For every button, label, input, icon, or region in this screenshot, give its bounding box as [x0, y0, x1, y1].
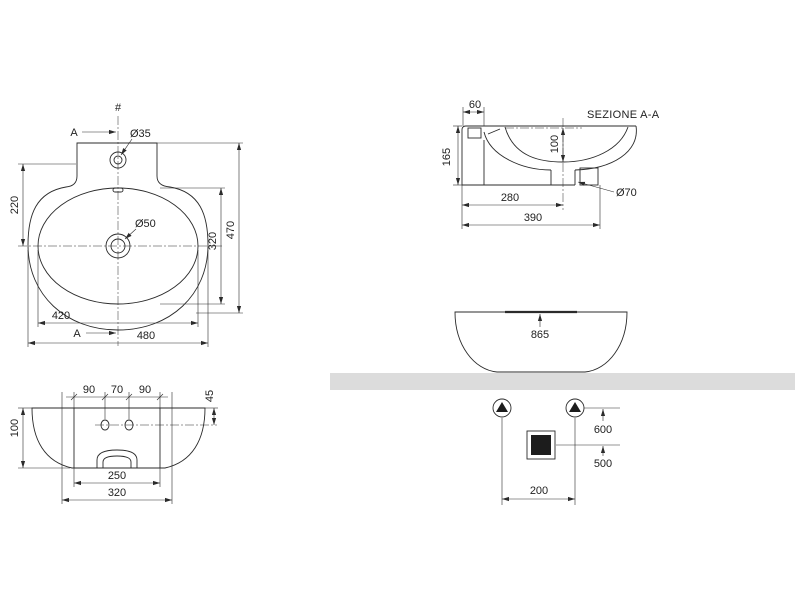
rear-to-drain-label: 220	[9, 196, 21, 214]
section-mark-bottom: A	[73, 328, 81, 340]
rear-wall-label: 60	[469, 99, 481, 111]
overall-depth-label: 470	[225, 221, 237, 239]
dimension-tick	[156, 393, 164, 401]
tap-right-triangle-icon	[569, 402, 581, 412]
tap-left-triangle-icon	[496, 402, 508, 412]
section-foot	[579, 167, 599, 186]
dimension-tick	[125, 393, 133, 401]
drain-arch-inner	[102, 455, 132, 468]
side-elevation: 865	[330, 310, 795, 390]
plan-view: # A A Ø35 Ø50 220 320 470 420 480	[9, 102, 243, 347]
dimension-tick	[70, 393, 78, 401]
front-height-label: 100	[9, 419, 21, 437]
drain-leader	[124, 228, 137, 240]
drain-pipe-leader	[577, 181, 615, 193]
section-height-label: 165	[441, 148, 453, 166]
section-tap-hole	[467, 127, 482, 139]
section-inner-bowl	[504, 126, 629, 163]
drain-pipe-diameter-label: Ø70	[616, 187, 637, 199]
countertop	[330, 373, 795, 390]
tap-offset-left-label: 90	[83, 384, 95, 396]
dimension-tick	[101, 393, 109, 401]
hash-mark: #	[115, 102, 122, 114]
bowl-inner-width-label: 420	[52, 310, 70, 322]
basin-front-outline	[31, 407, 206, 469]
bowl-depth-label: 100	[549, 135, 561, 153]
vessel-outline	[454, 311, 628, 373]
section-rear-to-drain-label: 280	[501, 192, 519, 204]
installation-layout: 600 500 200	[492, 398, 620, 505]
section-tap-hole-edge	[487, 128, 501, 135]
tap-position-left	[492, 398, 512, 418]
bowl-inner-depth-label: 320	[207, 232, 219, 250]
section-rim-line	[461, 125, 636, 131]
base-width-label: 320	[108, 487, 126, 499]
tap-spacing-label: 200	[530, 485, 548, 497]
panel-width-label: 250	[108, 470, 126, 482]
tap-height-label: 600	[594, 424, 612, 436]
counter-height-label: 865	[531, 329, 549, 341]
drain-arch	[96, 449, 138, 468]
tap-hole-leader	[120, 138, 133, 156]
drain-position-frame	[526, 430, 556, 460]
section-view: SEZIONE A-A 60 165 100 Ø70 280	[441, 99, 660, 229]
section-outer-underside-right	[574, 125, 637, 171]
tap-offset-right-label: 90	[139, 384, 151, 396]
front-view: 90 70 90 45 100 250 320	[9, 384, 218, 504]
drain-height-label: 500	[594, 458, 612, 470]
tap-axis-height-label: 45	[204, 390, 216, 402]
section-outer-underside-left	[483, 131, 552, 171]
tap-hole-diameter-label: Ø35	[130, 128, 151, 140]
section-title: SEZIONE A-A	[587, 109, 660, 121]
drain-position-square	[531, 435, 551, 455]
drain-diameter-label: Ø50	[135, 218, 156, 230]
section-depth-label: 390	[524, 212, 542, 224]
section-mark-top: A	[70, 127, 78, 139]
overall-width-label: 480	[137, 330, 155, 342]
tap-spacing-front-label: 70	[111, 384, 123, 396]
